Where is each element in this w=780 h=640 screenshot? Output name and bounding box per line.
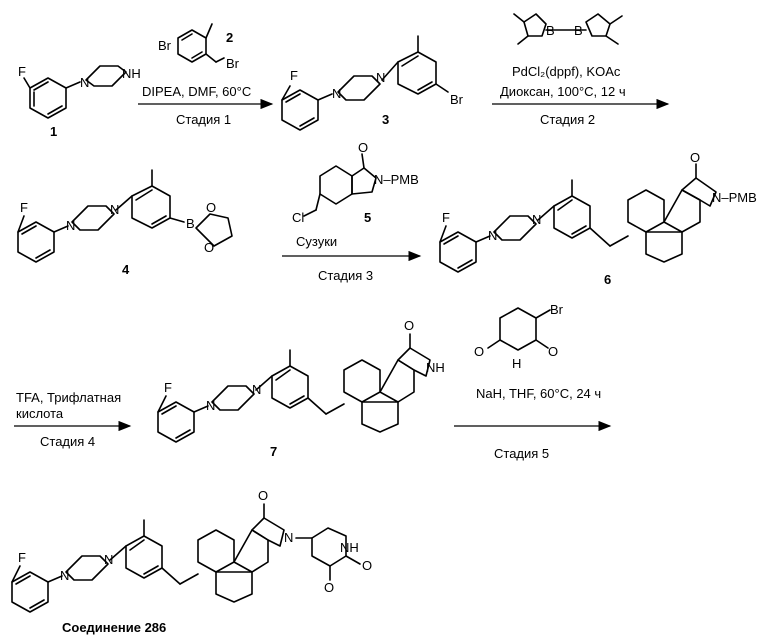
step-2-reagents-line-1: PdCl₂(dppf), KOAc <box>512 64 621 79</box>
compound-3-structure <box>282 36 448 130</box>
atom-h-label: H <box>512 356 521 371</box>
compound-2-structure <box>178 24 224 62</box>
compound-286-structure <box>12 504 360 612</box>
compound-1-number: 1 <box>50 124 57 139</box>
compound-5-number: 5 <box>364 210 371 225</box>
atom-b-label: B <box>574 23 583 38</box>
atom-n-label: N <box>206 398 215 413</box>
atom-n-label: N <box>532 212 541 227</box>
step-4-reagents-line-2: кислота <box>16 406 64 421</box>
atom-o-label: O <box>548 344 558 359</box>
atom-o-label: O <box>474 344 484 359</box>
atom-nh-label: NH <box>340 540 359 555</box>
atom-n-label: N <box>284 530 293 545</box>
atom-o-label: O <box>204 240 214 255</box>
atom-n-label: N <box>66 218 75 233</box>
atom-o-label: O <box>404 318 414 333</box>
atom-br-label: Br <box>158 38 172 53</box>
step-4-reagents-line-1: TFA, Трифлатная <box>16 390 121 405</box>
atom-n-label: N <box>488 228 497 243</box>
atom-n-label: N <box>252 382 261 397</box>
atom-o-label: O <box>206 200 216 215</box>
atom-n-label: N <box>104 552 113 567</box>
atom-o-label: O <box>324 580 334 595</box>
b2pin2-structure <box>514 14 622 44</box>
atom-f-label: F <box>290 68 298 83</box>
step-2-reagents-line-2: Диоксан, 100°C, 12 ч <box>500 84 626 99</box>
compound-7-number: 7 <box>270 444 277 459</box>
atom-n-label: N <box>110 202 119 217</box>
compound-4-structure <box>18 170 232 262</box>
atom-o-label: O <box>358 140 368 155</box>
step-3-label: Стадия 3 <box>318 268 373 283</box>
compound-7-structure <box>158 334 430 442</box>
step-3-reagents: Сузуки <box>296 234 337 249</box>
atom-o-label: O <box>362 558 372 573</box>
atom-nh-label: NH <box>426 360 445 375</box>
atom-f-label: F <box>164 380 172 395</box>
atom-f-label: F <box>442 210 450 225</box>
atom-n-label: N <box>60 568 69 583</box>
compound-6-structure <box>440 164 716 272</box>
compound-4-number: 4 <box>122 262 130 277</box>
step-1-reagents: DIPEA, DMF, 60°C <box>142 84 251 99</box>
atom-br-label: Br <box>550 302 564 317</box>
compound-5-structure <box>304 154 376 216</box>
atom-f-label: F <box>18 550 26 565</box>
atom-o-label: O <box>258 488 268 503</box>
atom-n-label: N <box>376 70 385 85</box>
n-pmb-label: N–PMB <box>374 172 419 187</box>
atom-f-label: F <box>20 200 28 215</box>
final-compound-label: Соединение 286 <box>62 620 166 635</box>
atom-cl-label: Cl <box>292 210 304 225</box>
step-5-reagents: NaH, THF, 60°C, 24 ч <box>476 386 601 401</box>
n-pmb-label: N–PMB <box>712 190 757 205</box>
atom-o-label: O <box>690 150 700 165</box>
compound-2-number: 2 <box>226 30 233 45</box>
bromoglutarimide-structure <box>488 308 550 350</box>
step-5-label: Стадия 5 <box>494 446 549 461</box>
atom-n-label: N <box>332 86 341 101</box>
compound-6-number: 6 <box>604 272 611 287</box>
atom-nh-label: NH <box>122 66 141 81</box>
atom-n-label: N <box>80 75 89 90</box>
compound-1-structure <box>24 66 126 118</box>
atom-b-label: B <box>546 23 555 38</box>
step-1-label: Стадия 1 <box>176 112 231 127</box>
atom-f-label: F <box>18 64 26 79</box>
atom-br-label: Br <box>450 92 464 107</box>
atom-b-label: B <box>186 216 195 231</box>
step-4-label: Стадия 4 <box>40 434 95 449</box>
atom-br-label: Br <box>226 56 240 71</box>
compound-3-number: 3 <box>382 112 389 127</box>
step-2-label: Стадия 2 <box>540 112 595 127</box>
